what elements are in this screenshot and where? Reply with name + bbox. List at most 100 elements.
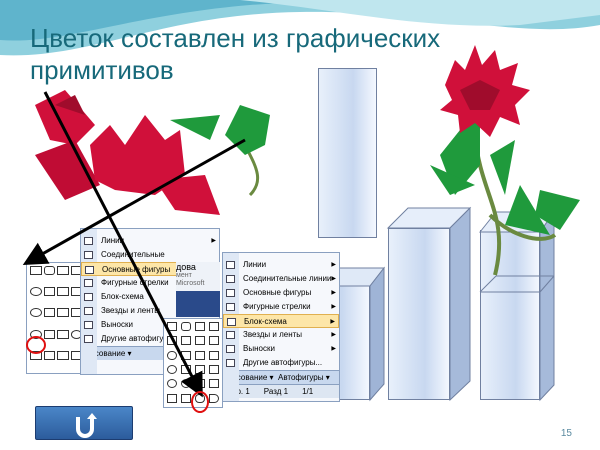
- label: Соединительные: [101, 250, 165, 259]
- shape-rounded[interactable]: [43, 266, 55, 275]
- label: Фигурные стрелки: [101, 278, 169, 287]
- submenu-arrow-icon: ▶: [331, 304, 336, 310]
- menu2-item-more[interactable]: Другие автофигуры...: [223, 356, 339, 370]
- callouts-icon: [226, 345, 235, 353]
- label: Другие автофигуры...: [243, 358, 323, 367]
- label: Выноски: [243, 344, 275, 353]
- basic-shapes-icon: [85, 266, 94, 274]
- submenu-arrow-icon: ▶: [331, 290, 336, 296]
- shapes-palette-left[interactable]: [26, 262, 86, 374]
- shape-pentagon[interactable]: [57, 287, 69, 297]
- shape-document[interactable]: [195, 336, 205, 346]
- label: Блок-схема: [244, 317, 287, 326]
- slide-title: Цветок составлен из графических примитив…: [30, 23, 441, 85]
- shape-manual-input[interactable]: [195, 350, 205, 360]
- vase-box-3: [480, 230, 540, 400]
- arrow-to-heart-shape: [22, 138, 246, 265]
- label: Блок-схема: [101, 292, 144, 301]
- shape-circle[interactable]: [30, 308, 42, 318]
- draw-button[interactable]: Рисование ▾: [85, 349, 132, 358]
- shape-smiley[interactable]: [30, 329, 42, 339]
- label: Выноски: [101, 320, 133, 329]
- shape-star[interactable]: [57, 350, 69, 360]
- shape-rectangle[interactable]: [30, 266, 42, 275]
- flowchart-icon: [227, 318, 236, 326]
- menu2-item-basic-shapes[interactable]: Основные фигуры ▶: [223, 286, 339, 300]
- more-shapes-icon: [84, 335, 93, 343]
- shape-diamond[interactable]: [57, 266, 69, 275]
- label: Фигурные стрелки: [243, 302, 311, 311]
- red-circle-annotation: [191, 391, 209, 413]
- shape-oval[interactable]: [30, 287, 42, 297]
- shape-decision[interactable]: [195, 322, 205, 331]
- menu2-item-callouts[interactable]: Выноски ▶: [223, 342, 339, 356]
- shape-multidoc[interactable]: [209, 336, 219, 346]
- bg-text: мент Microsoft: [176, 272, 205, 287]
- shape-tape[interactable]: [209, 364, 219, 374]
- shape-extract[interactable]: [167, 393, 177, 403]
- submenu-arrow-icon: ▶: [211, 238, 216, 244]
- shape-terminator[interactable]: [167, 350, 177, 360]
- vase-box-2-top: [386, 206, 472, 402]
- status-section: Разд 1: [263, 387, 289, 396]
- menu2-item-lines[interactable]: Линии▶: [223, 258, 339, 272]
- label: Соединительные линии: [243, 274, 332, 283]
- shape-bolt[interactable]: [43, 350, 55, 360]
- bg-text: дова: [176, 262, 196, 272]
- shape-manual-op[interactable]: [209, 350, 219, 360]
- lines-icon: [84, 237, 93, 245]
- menu2-item-stars[interactable]: Звезды и ленты ▶: [223, 328, 339, 342]
- shape-cube[interactable]: [43, 308, 55, 318]
- block-arrows-icon: [226, 303, 235, 311]
- red-circle-annotation: [26, 336, 46, 354]
- autoshapes-menu-2: Линии▶ Соединительные линии▶ Основные фи…: [222, 252, 340, 402]
- tall-vase: [318, 68, 377, 238]
- menu2-item-connectors[interactable]: Соединительные линии▶: [223, 272, 339, 286]
- shape-triangle[interactable]: [43, 287, 55, 297]
- stars-icon: [226, 331, 235, 339]
- shape-moon[interactable]: [57, 329, 69, 339]
- menu1-item-flowchart[interactable]: Блок-схема: [81, 290, 219, 304]
- return-button[interactable]: [35, 406, 133, 440]
- shape-sun[interactable]: [43, 329, 55, 339]
- menu1-item-connectors[interactable]: Соединительные: [81, 248, 219, 262]
- stars-icon: [84, 307, 93, 315]
- shape-sort[interactable]: [209, 379, 219, 389]
- shape-connector[interactable]: [167, 364, 177, 374]
- submenu-arrow-icon: ▶: [331, 346, 336, 352]
- connectors-icon: [84, 251, 93, 259]
- label: Основные фигуры: [243, 288, 312, 297]
- shape-data[interactable]: [209, 322, 219, 331]
- callouts-icon: [84, 321, 93, 329]
- menu1-item-block-arrows[interactable]: Фигурные стрелки: [81, 276, 219, 290]
- shape-delay[interactable]: [209, 393, 219, 403]
- submenu-arrow-icon: ▶: [331, 276, 336, 282]
- submenu-arrow-icon: ▶: [331, 332, 336, 338]
- background-window: дова мент Microsoft: [176, 262, 220, 317]
- return-arrow-icon: [76, 413, 97, 438]
- menu1-item-more[interactable]: Другие автофигуры: [81, 332, 219, 346]
- draw-button[interactable]: Рисование ▾: [227, 373, 274, 382]
- shape-internal[interactable]: [181, 336, 191, 346]
- shape-alt-process[interactable]: [181, 322, 191, 331]
- menu1-item-lines[interactable]: Линии▶: [81, 234, 219, 248]
- shape-can[interactable]: [57, 308, 69, 318]
- more-shapes-icon: [226, 359, 235, 367]
- label: Звезды и ленты: [243, 330, 303, 339]
- label: Другие автофигуры: [101, 334, 174, 343]
- shape-heart[interactable]: [30, 350, 42, 360]
- arrow-to-flowchart-shape: [43, 91, 203, 398]
- shape-summing[interactable]: [167, 379, 177, 389]
- menu2-item-flowchart[interactable]: Блок-схема ▶: [223, 314, 339, 328]
- menu1-item-callouts[interactable]: Выноски: [81, 318, 219, 332]
- flowchart-icon: [84, 293, 93, 301]
- label: Линии: [243, 260, 267, 269]
- menu1-item-stars[interactable]: Звезды и ленты: [81, 304, 219, 318]
- bg-image: [176, 291, 220, 317]
- menu2-item-block-arrows[interactable]: Фигурные стрелки ▶: [223, 300, 339, 314]
- autoshapes-button[interactable]: Автофигуры ▾: [277, 373, 330, 382]
- submenu-arrow-icon: ▶: [330, 319, 335, 325]
- block-arrows-icon: [84, 279, 93, 287]
- basic-shapes-icon: [226, 289, 235, 297]
